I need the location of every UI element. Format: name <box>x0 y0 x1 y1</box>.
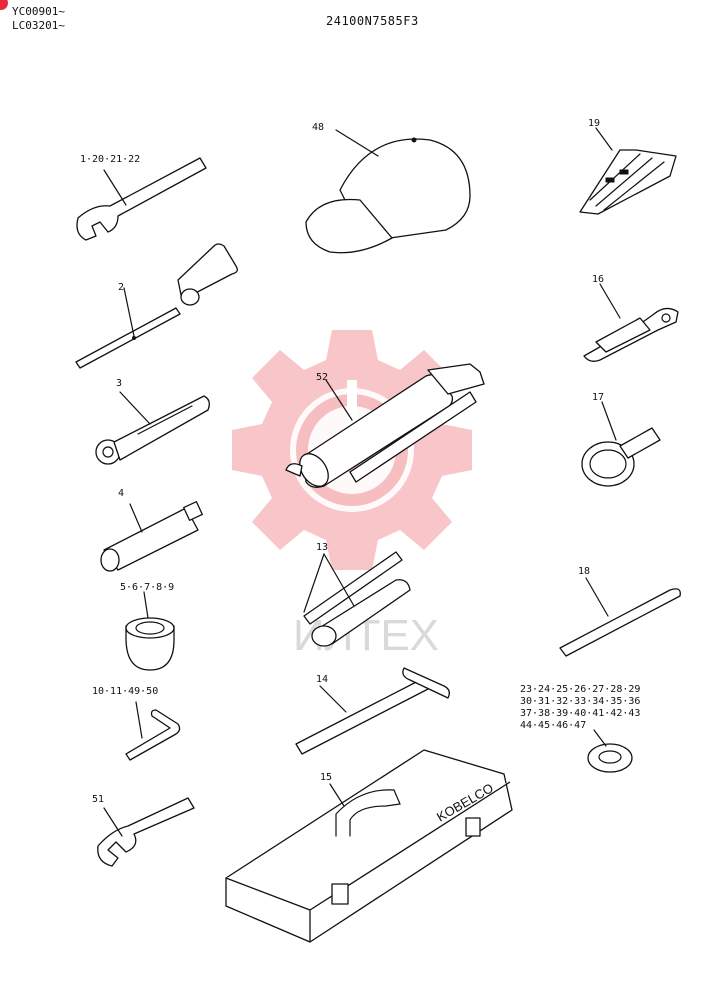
wrench-set-drawing <box>579 127 677 215</box>
ratchet-drawing <box>95 391 210 465</box>
adjustable-wrench-drawing <box>97 797 195 867</box>
pry-bar-drawing <box>559 577 681 657</box>
callout-shims-2: 30·31·32·33·34·35·36 <box>520 696 641 707</box>
drawing-code: 24100N7585F3 <box>326 14 419 28</box>
pliers-drawing <box>583 283 679 362</box>
badge-dot <box>0 0 8 10</box>
callout-wrench-set: 19 <box>588 118 601 129</box>
callout-filter-wrench: 17 <box>592 392 605 403</box>
callout-grease-gun: 52 <box>316 372 329 383</box>
screwdriver-drawing <box>75 243 238 369</box>
serial-range-1: YC00901~ <box>12 5 65 18</box>
shim-washer-drawing <box>587 729 633 773</box>
callout-hex-keys: 10·11·49·50 <box>92 686 159 697</box>
filter-wrench-drawing <box>581 401 661 487</box>
callout-shims-4: 44·45·46·47 <box>520 720 587 731</box>
grease-gun-drawing <box>285 363 485 488</box>
callout-shims-3: 37·38·39·40·41·42·43 <box>520 708 641 719</box>
callout-ratchet: 3 <box>116 378 123 389</box>
callout-sockets: 5·6·7·8·9 <box>120 582 175 593</box>
callout-screwdriver: 2 <box>118 282 125 293</box>
socket-drawing <box>125 591 175 671</box>
callout-shims-1: 23·24·25·26·27·28·29 <box>520 684 641 695</box>
hex-key-drawing <box>125 701 181 761</box>
bars-drawing <box>303 551 411 647</box>
callout-cap: 48 <box>312 122 325 133</box>
callout-pry-bar: 18 <box>578 566 591 577</box>
callout-toolbox: 15 <box>320 772 333 783</box>
cap-drawing <box>305 129 471 254</box>
spanner-drawing <box>76 157 207 241</box>
callout-spanner: 1·20·21·22 <box>80 154 141 165</box>
toolbox-drawing: KOBELCO <box>225 749 513 943</box>
callout-adjustable-wrench: 51 <box>92 794 105 805</box>
callout-hammer: 14 <box>316 674 329 685</box>
callout-bars: 13 <box>316 542 329 553</box>
hammer-drawing <box>295 667 450 755</box>
callout-pliers: 16 <box>592 274 605 285</box>
callout-extension: 4 <box>118 488 125 499</box>
serial-range-2: LC03201~ <box>12 19 65 32</box>
extension-drawing <box>100 501 203 572</box>
